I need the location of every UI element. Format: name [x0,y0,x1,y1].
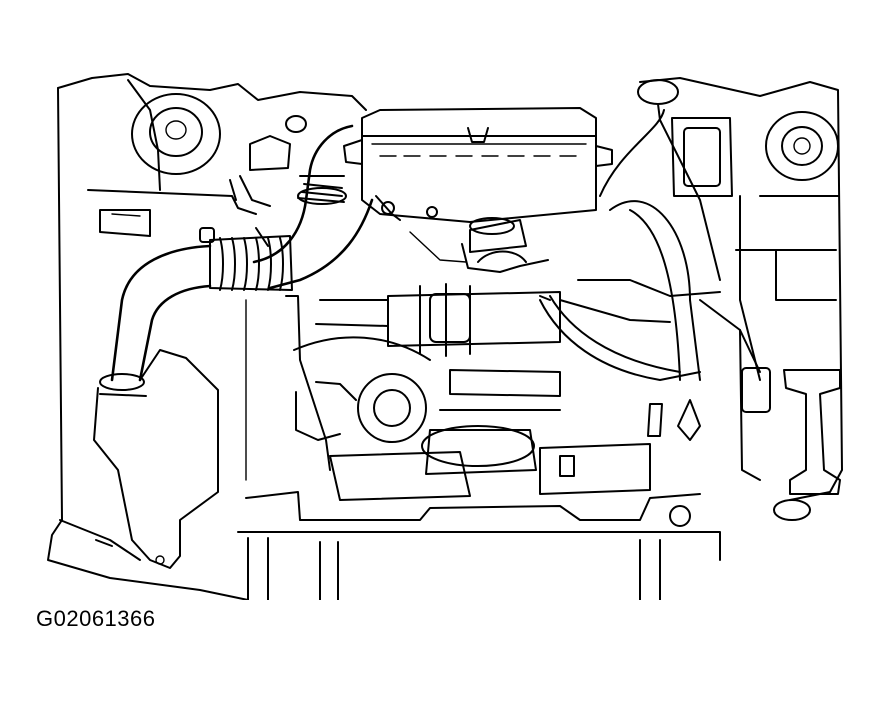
wiring-harness [539,109,811,527]
body-panels [47,73,843,600]
alternator [295,373,427,443]
figure-id-label: G02061366 [36,606,156,631]
air-cleaner-housing [343,107,613,223]
right-bracket [783,369,841,495]
crank-pulley-area [329,409,651,501]
left-fittings [229,115,331,481]
corrugated-intake-boot [199,227,293,291]
lower-intake-pipe [93,244,219,569]
relay-box [637,79,733,197]
left-strut-tower [127,79,221,191]
right-strut-tower [765,111,839,181]
intake-duct [252,124,374,290]
engine-compartment-diagram [47,73,843,600]
intake-manifold [293,217,561,397]
